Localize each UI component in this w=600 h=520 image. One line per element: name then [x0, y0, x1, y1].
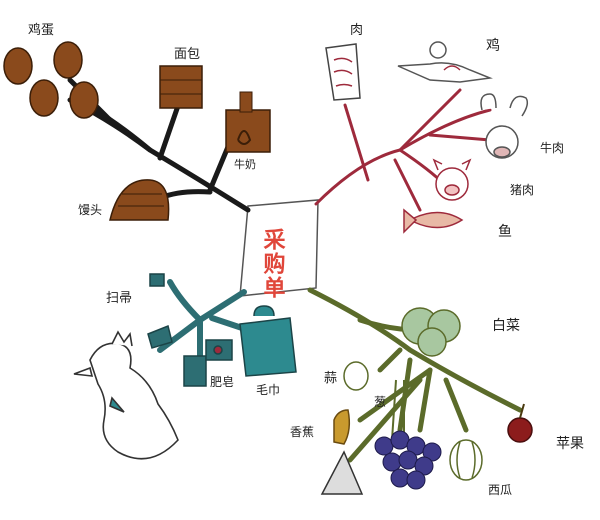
bun-illustration — [109, 179, 170, 221]
banana-label: 香蕉 — [290, 425, 314, 439]
bread-illustration — [159, 65, 203, 109]
bun-label: 馒头 — [78, 203, 102, 217]
broom-label: 扫帚 — [106, 291, 132, 306]
onion-illustration — [391, 379, 405, 441]
watermelon-label: 西瓜 — [488, 483, 512, 497]
broom-illustration — [147, 273, 173, 349]
meat-label: 肉 — [350, 23, 363, 38]
towel-illustration — [239, 305, 297, 377]
apple-illustration — [507, 403, 533, 443]
center-label: 采购单 — [260, 228, 286, 300]
fish-label: 鱼 — [498, 223, 512, 240]
pork-label: 猪肉 — [510, 183, 534, 197]
soap-label: 肥皂 — [210, 375, 234, 389]
chicken-illustration — [397, 41, 493, 83]
cabbage-label: 白菜 — [492, 318, 520, 334]
meat-illustration — [325, 43, 361, 101]
eggs-illustration — [3, 41, 99, 119]
chicken-label: 鸡 — [486, 37, 500, 54]
rooster-illustration — [73, 330, 179, 460]
watermelon-slice-illustration — [320, 450, 364, 495]
pork-illustration — [432, 158, 472, 201]
meat-branch — [314, 88, 492, 212]
beef-illustration — [480, 93, 529, 159]
fish-illustration — [403, 208, 464, 234]
watermelon-illustration — [449, 439, 483, 481]
milk-illustration — [225, 91, 271, 153]
grapes-illustration — [374, 430, 442, 490]
towel-label: 毛巾 — [256, 383, 280, 397]
onion-label: 葱 — [374, 395, 386, 409]
milk-label: 牛奶 — [234, 157, 256, 171]
beef-label: 牛肉 — [540, 140, 564, 155]
eggs-label: 鸡蛋 — [28, 22, 54, 38]
garlic-label: 蒜 — [324, 371, 337, 386]
apple-label: 苹果 — [556, 436, 584, 452]
banana-illustration — [333, 409, 351, 445]
center-node: 采购单 — [239, 199, 319, 300]
soap-illustration — [183, 339, 233, 387]
garlic-illustration — [343, 361, 369, 391]
daily-branch — [157, 279, 251, 363]
bread-label: 面包 — [174, 47, 200, 62]
cabbage-illustration — [401, 307, 461, 357]
